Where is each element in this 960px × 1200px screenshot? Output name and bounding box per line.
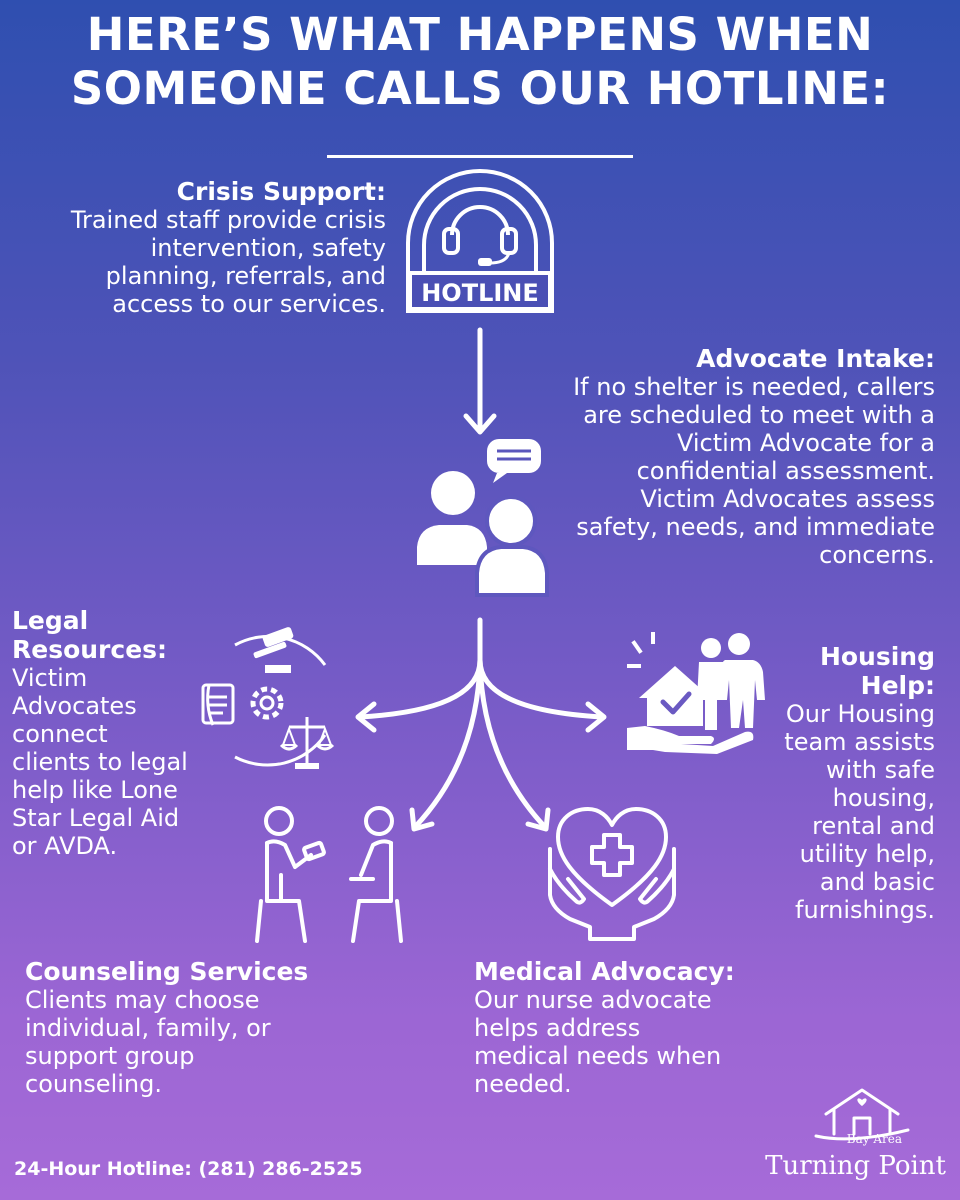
legal-resources-line: connect xyxy=(12,720,108,748)
logo-small-text: Bay Area xyxy=(846,1132,902,1146)
down-arrow-icon xyxy=(463,327,497,435)
advocate-intake-title: Advocate Intake: xyxy=(696,344,935,373)
header-divider xyxy=(327,155,633,158)
housing-help-block: Housing Help: Our Housing team assists w… xyxy=(760,642,935,924)
branching-arrows-icon xyxy=(355,617,607,832)
counseling-services-title: Counseling Services xyxy=(25,957,309,986)
legal-icon xyxy=(201,627,335,769)
housing-help-line: and basic xyxy=(819,868,935,896)
legal-resources-line: Victim xyxy=(12,664,88,692)
legal-resources-line: help like Lone xyxy=(12,776,178,804)
crisis-support-line: planning, referrals, and xyxy=(105,262,386,290)
crisis-support-line: access to our services. xyxy=(112,290,386,318)
advocate-intake-line: safety, needs, and immediate xyxy=(576,513,935,541)
advocate-intake-line: are scheduled to meet with a xyxy=(583,401,935,429)
housing-help-line: furnishings. xyxy=(795,896,935,924)
counseling-services-line: individual, family, or xyxy=(25,1014,271,1042)
advocate-intake-line: If no shelter is needed, callers xyxy=(573,373,935,401)
medical-advocacy-line: helps address xyxy=(474,1014,641,1042)
advocate-intake-line: concerns. xyxy=(819,541,935,569)
housing-help-line: team assists xyxy=(784,728,935,756)
logo-name: Turning Point xyxy=(765,1151,946,1181)
headline: HERE’S WHAT HAPPENS WHEN SOMEONE CALLS O… xyxy=(0,8,960,116)
hotline-badge-label: HOTLINE xyxy=(421,279,539,307)
headline-line-2: SOMEONE CALLS OUR HOTLINE: xyxy=(70,62,890,115)
logo-house-icon xyxy=(814,1088,910,1141)
housing-help-line: housing, xyxy=(832,784,935,812)
medical-advocacy-title: Medical Advocacy: xyxy=(474,957,735,986)
headline-line-1: HERE’S WHAT HAPPENS WHEN xyxy=(86,8,874,61)
headset-icon: HOTLINE xyxy=(406,169,554,313)
counseling-services-line: counseling. xyxy=(25,1070,162,1098)
counseling-icon xyxy=(255,806,403,943)
crisis-support-block: Crisis Support: Trained staff provide cr… xyxy=(20,177,386,318)
housing-help-line: Our Housing xyxy=(785,700,935,728)
legal-resources-line: or AVDA. xyxy=(12,832,118,860)
advocate-intake-line: confidential assessment. xyxy=(636,457,935,485)
housing-help-title: Housing xyxy=(819,642,935,671)
crisis-support-line: Trained staff provide crisis xyxy=(70,206,386,234)
housing-help-title: Help: xyxy=(860,671,935,700)
legal-resources-block: Legal Resources: Victim Advocates connec… xyxy=(12,606,212,860)
counseling-services-block: Counseling Services Clients may choose i… xyxy=(25,957,355,1098)
legal-resources-title: Legal xyxy=(12,606,89,635)
advocate-intake-line: Victim Advocates assess xyxy=(640,485,935,513)
medical-advocacy-block: Medical Advocacy: Our nurse advocate hel… xyxy=(474,957,774,1098)
advocates-icon xyxy=(417,439,549,597)
legal-resources-line: Star Legal Aid xyxy=(12,804,180,832)
legal-resources-line: Advocates xyxy=(12,692,137,720)
housing-help-line: utility help, xyxy=(799,840,935,868)
counseling-services-line: support group xyxy=(25,1042,195,1070)
advocate-intake-block: Advocate Intake: If no shelter is needed… xyxy=(530,344,935,569)
advocate-intake-line: Victim Advocate for a xyxy=(677,429,935,457)
footer-hotline: 24-Hour Hotline: (281) 286-2525 xyxy=(14,1158,363,1180)
medical-advocacy-line: Our nurse advocate xyxy=(474,986,712,1014)
legal-resources-line: clients to legal xyxy=(12,748,188,776)
housing-help-line: rental and xyxy=(812,812,935,840)
medical-icon xyxy=(548,807,676,941)
housing-help-line: with safe xyxy=(826,756,935,784)
medical-advocacy-line: medical needs when xyxy=(474,1042,722,1070)
crisis-support-line: intervention, safety xyxy=(150,234,386,262)
counseling-services-line: Clients may choose xyxy=(25,986,260,1014)
housing-icon xyxy=(627,632,765,754)
medical-advocacy-line: needed. xyxy=(474,1070,572,1098)
crisis-support-title: Crisis Support: xyxy=(176,177,386,206)
legal-resources-title: Resources: xyxy=(12,635,168,664)
